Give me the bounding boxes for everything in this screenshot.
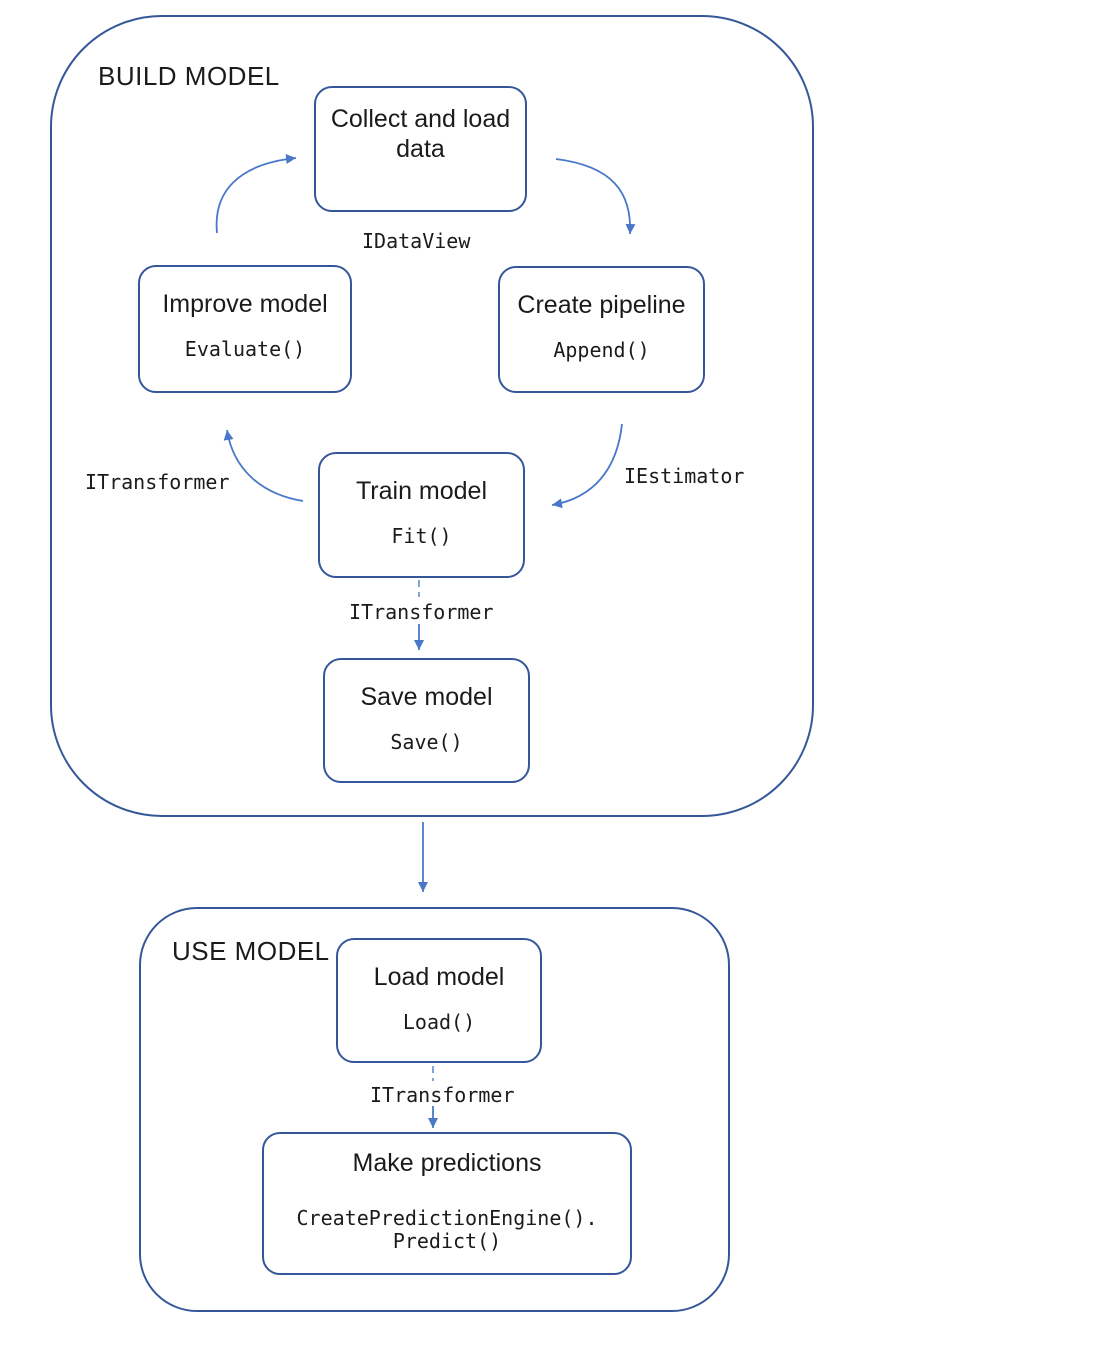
box-title: Save model xyxy=(360,683,493,711)
box-title: Train model xyxy=(355,477,488,505)
box-title: Load model xyxy=(373,963,505,991)
box-create-pipeline: Create pipeline Append() xyxy=(498,266,705,393)
use-model-title: USE MODEL xyxy=(172,936,330,966)
box-load-model: Load model Load() xyxy=(336,938,542,1063)
box-save-model: Save model Save() xyxy=(323,658,530,783)
box-improve-model: Improve model Evaluate() xyxy=(138,265,352,393)
box-train-model: Train model Fit() xyxy=(318,452,525,578)
box-code: Load() xyxy=(402,1010,476,1034)
label-iestimator: IEstimator xyxy=(624,464,745,488)
box-code: Fit() xyxy=(391,524,452,548)
box-code-line-2: Predict() xyxy=(392,1229,502,1253)
box-code: Append() xyxy=(553,338,650,362)
label-itransformer-use: ITransformer xyxy=(370,1083,515,1107)
build-model-title: BUILD MODEL xyxy=(98,61,280,91)
box-title: Create pipeline xyxy=(517,291,686,319)
label-itransformer-loop: ITransformer xyxy=(85,470,230,494)
box-title: Make predictions xyxy=(352,1149,542,1177)
box-title: Collect and load data xyxy=(330,105,511,163)
box-code: CreatePredictionEngine(). Predict() xyxy=(296,1207,597,1253)
box-collect-and-load-data: Collect and load data xyxy=(314,86,527,212)
label-itransformer-save: ITransformer xyxy=(349,600,494,624)
box-code-line-1: CreatePredictionEngine(). xyxy=(296,1206,598,1230)
use-model-container xyxy=(139,907,730,1312)
box-code: Save() xyxy=(390,730,463,754)
box-title: Improve model xyxy=(162,290,328,318)
box-code: Evaluate() xyxy=(184,337,306,361)
build-model-container xyxy=(50,15,814,817)
label-idataview: IDataView xyxy=(362,229,471,253)
box-make-predictions: Make predictions CreatePredictionEngine(… xyxy=(262,1132,632,1275)
